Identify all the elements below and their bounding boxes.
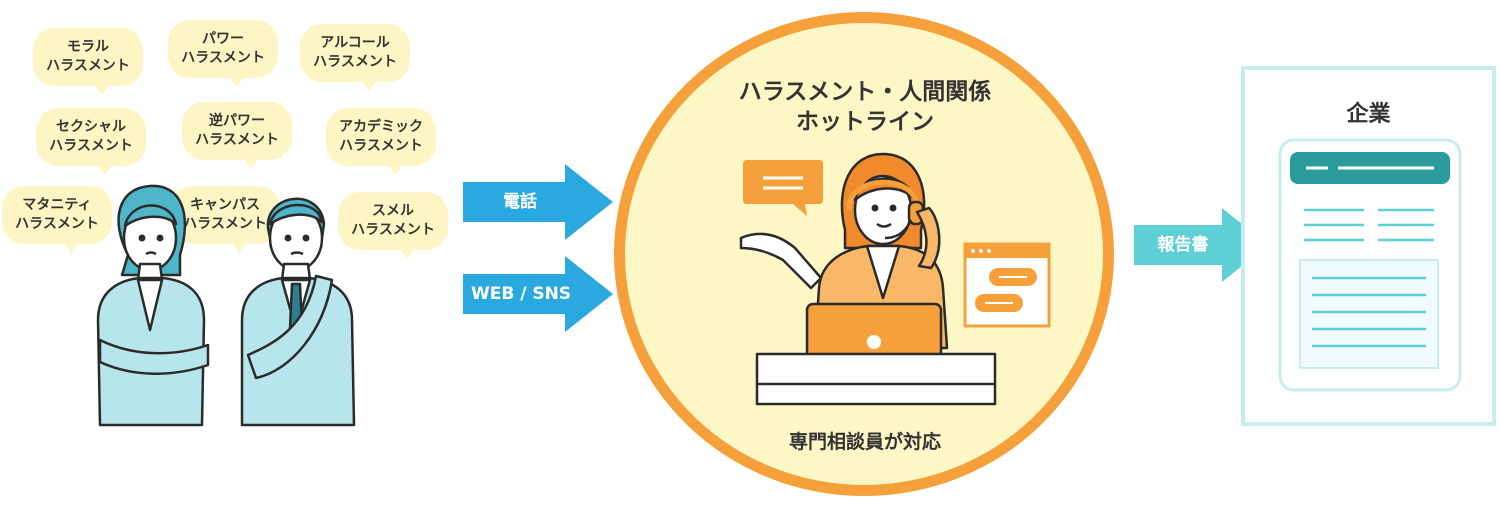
web-sns-channel-label: WEB / SNS xyxy=(470,284,572,304)
worried-employees-illustration xyxy=(96,184,356,427)
hotline-title-line2: ホットライン xyxy=(796,109,934,135)
employee-woman xyxy=(96,184,210,427)
bubble-academic: アカデミック ハラスメント xyxy=(326,108,436,175)
hotline-caption: 専門相談員が対応 xyxy=(788,431,941,453)
report-label: 報告書 xyxy=(1157,235,1209,255)
bubble-smell: スメル ハラスメント xyxy=(338,192,448,259)
chat-window-icon xyxy=(963,242,1051,328)
phone-channel-label: 電話 xyxy=(503,192,537,212)
bubble-power: パワー ハラスメント xyxy=(168,20,278,87)
report-arrow xyxy=(1134,208,1268,282)
company-title: 企業 xyxy=(1346,102,1391,127)
bubble-reverse-power: 逆パワー ハラスメント xyxy=(182,102,292,169)
counselor-illustration xyxy=(739,152,1051,406)
employee-man xyxy=(240,197,356,427)
laptop-desk xyxy=(755,302,997,406)
phone-channel-arrow xyxy=(463,164,613,240)
bubble-campus: キャンパス ハラスメント xyxy=(170,186,280,253)
bubble-moral: モラル ハラスメント xyxy=(33,28,143,95)
web-sns-channel-arrow xyxy=(463,256,613,332)
bubble-alcohol: アルコール ハラスメント xyxy=(300,24,410,91)
report-document-icon xyxy=(1278,138,1462,392)
bubble-maternity: マタニティ ハラスメント xyxy=(2,186,112,253)
bubble-sexual: セクシャル ハラスメント xyxy=(36,108,146,175)
chat-bubble-icon xyxy=(743,160,823,216)
hotline-title-line1: ハラスメント・人間関係 xyxy=(738,79,992,105)
